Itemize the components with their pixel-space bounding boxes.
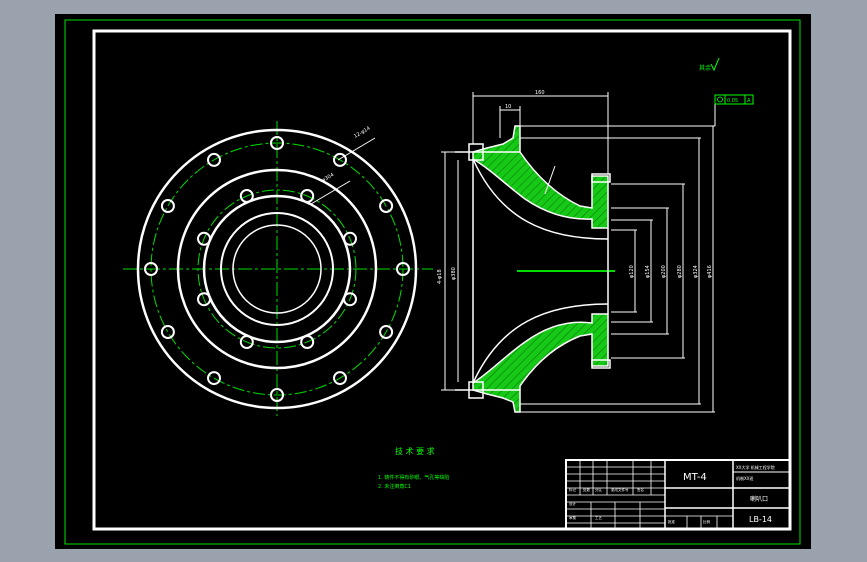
- outer-border: [64, 19, 801, 545]
- tb-cell-3: 分区: [595, 487, 603, 492]
- bolt-circle-inner: [197, 189, 357, 349]
- dim-bolt-circle-label: φ304: [321, 172, 335, 184]
- part-name: 喇叭口: [750, 495, 768, 503]
- tech-req-title: 技 术 要 求: [395, 446, 435, 456]
- bolt-hole-inner: [300, 189, 315, 203]
- tolerance-frame: 0.05 A: [714, 94, 754, 105]
- tb-cell-7: 审核: [569, 515, 577, 520]
- dim-right-5: φ324: [693, 265, 699, 278]
- dim-left-holes: 4-φ18: [437, 269, 443, 284]
- outer-circle: [136, 128, 418, 410]
- bolt-hole-outer: [396, 262, 410, 276]
- tb-cell-8: 工艺: [595, 515, 603, 520]
- tb-cell-5: 签名: [637, 487, 644, 492]
- outlet-ring-top: [591, 173, 611, 183]
- tb-cell-10: 比例: [703, 519, 711, 524]
- bore-circle: [220, 212, 334, 326]
- dim-right-6: φ416: [707, 265, 713, 278]
- drawing-viewport[interactable]: 12-φ14 φ304: [55, 14, 811, 549]
- tb-cell-2: 处数: [583, 487, 591, 492]
- dim-left-380: φ380: [451, 267, 457, 280]
- section-view: 160 10 4-φ18 φ380 φ120 φ154 φ200 φ280 φ3…: [437, 90, 716, 413]
- school-line-1: XX大学 机械工程学院: [736, 464, 775, 470]
- surface-finish-note: 其余: [699, 64, 711, 72]
- dim-holes-label: 12-φ14: [353, 126, 371, 140]
- title-block: [565, 459, 791, 530]
- inner-bolt-holes: [197, 189, 357, 349]
- leader-section: [544, 165, 556, 195]
- leader-bolt-circle: [310, 180, 351, 205]
- bolt-hole-inner: [197, 231, 211, 246]
- drawing-frame: [92, 29, 792, 531]
- tolerance-value: 0.05: [727, 98, 738, 104]
- bolt-hole-inner: [239, 189, 254, 203]
- bolt-hole-outer: [144, 262, 158, 276]
- bolt-hole-outer: [207, 152, 221, 167]
- bolt-hole-outer: [207, 371, 221, 386]
- section-upper: [472, 125, 609, 229]
- bolt-hole-outer: [160, 199, 175, 213]
- hub-circle: [202, 194, 352, 344]
- bolt-circle-outer: [150, 142, 404, 396]
- tb-cell-4: 更改文件号: [611, 487, 629, 492]
- bolt-hole-outer: [333, 371, 347, 386]
- outer-bolt-holes: [144, 136, 410, 402]
- dim-top-10: 10: [505, 104, 511, 110]
- tech-req-item-2: 2. 未注倒角C1: [378, 483, 411, 490]
- bolt-hole-outer: [333, 152, 347, 167]
- dim-right-2: φ154: [645, 265, 651, 278]
- dim-top-160: 160: [535, 90, 545, 96]
- dim-right-4: φ280: [677, 265, 683, 278]
- bore-inner-circle: [232, 224, 322, 314]
- ring-circle: [176, 168, 378, 370]
- tb-cell-1: 标记: [569, 487, 577, 492]
- school-line-2: 机制XX班: [736, 475, 753, 481]
- circularity-icon: [717, 96, 723, 103]
- part-code: LB-14: [749, 515, 772, 524]
- surface-finish-icon: [710, 57, 720, 72]
- bolt-hole-outer: [379, 199, 394, 213]
- bolt-hole-outer: [379, 325, 394, 339]
- bolt-hole-outer: [160, 325, 175, 339]
- drawing-number: MT-4: [683, 472, 707, 483]
- leader-holes: [337, 137, 376, 161]
- bolt-hole-inner: [197, 292, 211, 307]
- tech-req-item-1: 1. 铸件不得有砂眼、气孔等缺陷: [378, 474, 449, 481]
- cad-drawing: 12-φ14 φ304: [64, 19, 801, 545]
- section-outline-upper: [472, 158, 609, 240]
- dim-right-3: φ200: [661, 265, 667, 278]
- dim-right-1: φ120: [629, 265, 635, 278]
- bolt-hole-inner: [343, 231, 357, 246]
- bolt-hole-outer: [270, 136, 284, 150]
- tolerance-datum: A: [747, 98, 751, 104]
- bolt-hole-outer: [270, 388, 284, 402]
- front-view: 12-φ14 φ304: [123, 121, 433, 416]
- bolt-hole-inner: [300, 335, 315, 349]
- tb-cell-9: 批准: [668, 519, 676, 524]
- tb-cell-6: 设计: [569, 501, 577, 506]
- outlet-ring-bottom: [591, 359, 611, 369]
- section-outline-lower: [472, 303, 609, 384]
- section-lower: [472, 313, 609, 413]
- bolt-hole-inner: [239, 335, 254, 349]
- bolt-hole-inner: [343, 292, 357, 307]
